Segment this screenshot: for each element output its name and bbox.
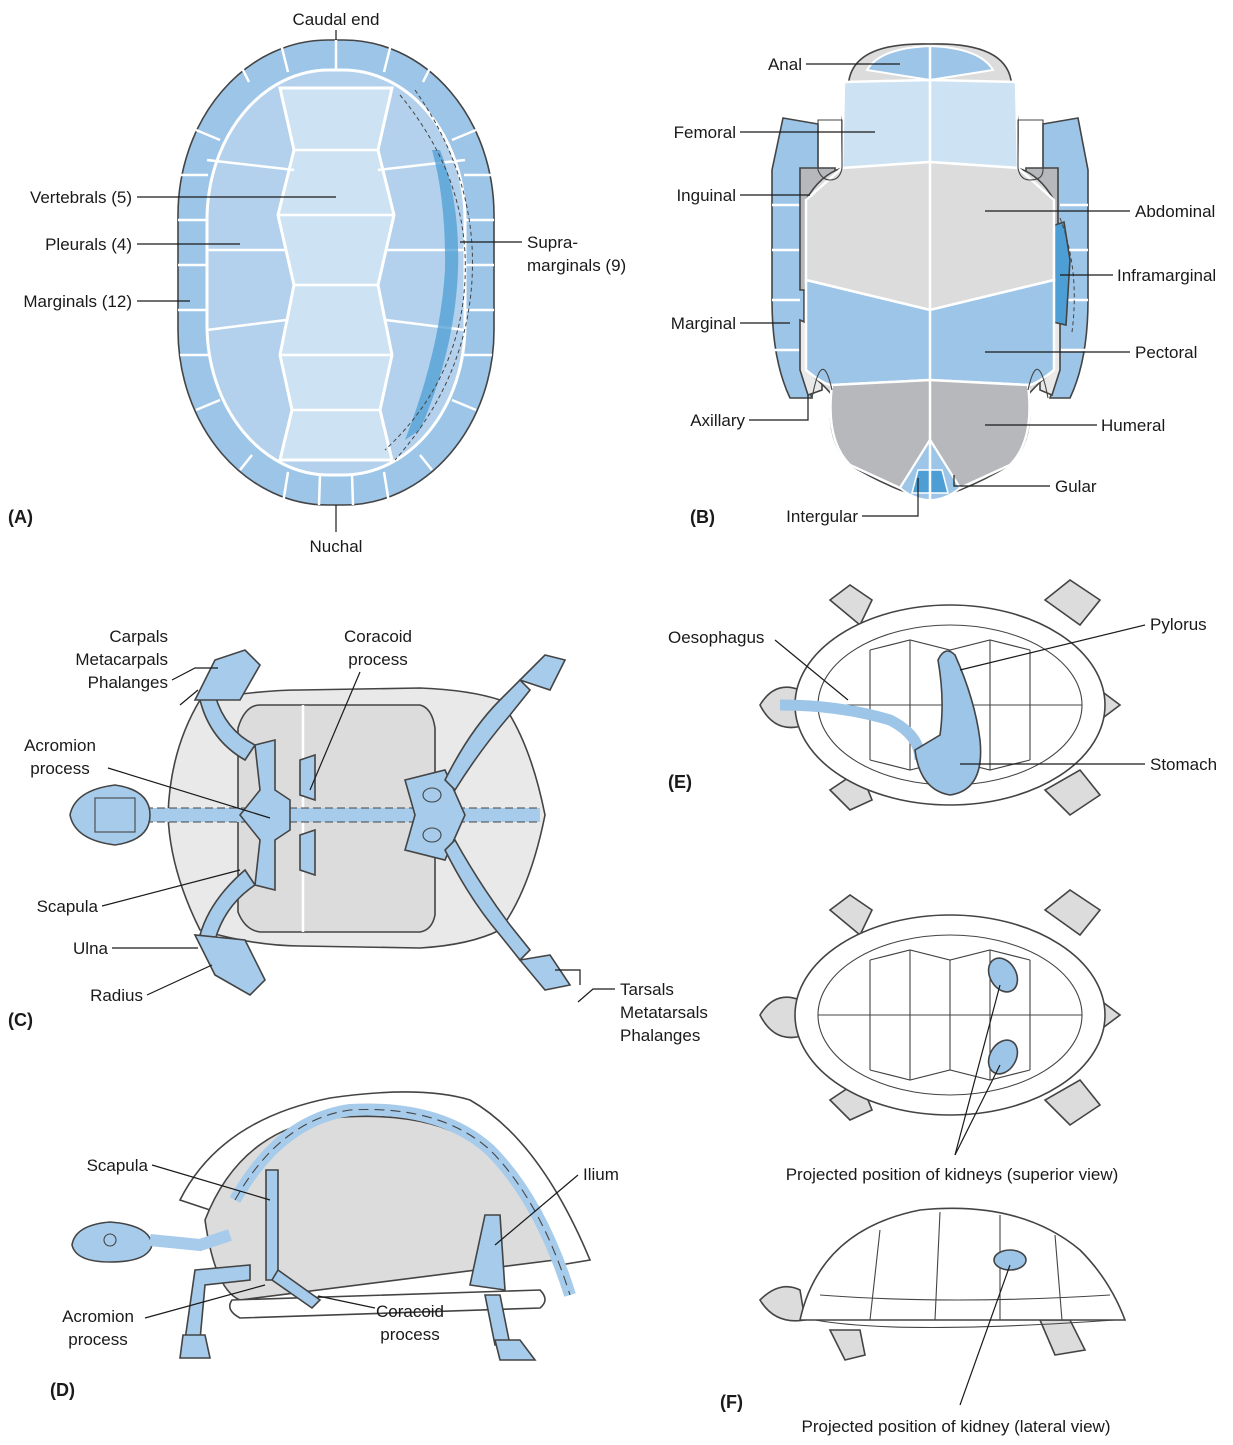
panel-b-plastron: Anal Femoral Inguinal Marginal Axillary …	[671, 44, 1216, 527]
panel-d-lateral: Scapula Ilium Acromion process Coracoid …	[50, 1092, 619, 1400]
vertebrals-label: Vertebrals (5)	[30, 188, 132, 207]
hind-foot-upper	[520, 655, 565, 690]
coracoid-d-label-2: process	[380, 1325, 440, 1344]
inframarginal-label: Inframarginal	[1117, 266, 1216, 285]
marginals-label: Marginals (12)	[23, 292, 132, 311]
panel-f-kidneys: Projected position of kidneys (superior …	[720, 890, 1125, 1436]
fore-foot-lower	[195, 935, 265, 995]
ulna-label: Ulna	[73, 939, 109, 958]
humeral-label: Humeral	[1101, 416, 1165, 435]
shell-lateral-f	[800, 1208, 1125, 1320]
pleurals-label: Pleurals (4)	[45, 235, 132, 254]
scapula-d-label: Scapula	[87, 1156, 149, 1175]
inguinal-label: Inguinal	[676, 186, 736, 205]
gular-label: Gular	[1055, 477, 1097, 496]
supramarginals-label-2: marginals (9)	[527, 256, 626, 275]
phalanges-fore-label: Phalanges	[88, 673, 168, 692]
panel-b-tag: (B)	[690, 507, 715, 527]
coracoid-label-2: process	[348, 650, 408, 669]
femoral-label: Femoral	[674, 123, 736, 142]
axillary-label: Axillary	[690, 411, 745, 430]
acromion-d-label-1: Acromion	[62, 1307, 134, 1326]
ilium-label: Ilium	[583, 1165, 619, 1184]
panel-f-tag: (F)	[720, 1392, 743, 1412]
acromion-d-label-2: process	[68, 1330, 128, 1349]
anal-label: Anal	[768, 55, 802, 74]
stomach-label: Stomach	[1150, 755, 1217, 774]
panel-a-tag: (A)	[8, 507, 33, 527]
nuchal-label: Nuchal	[310, 537, 363, 556]
neck-lateral	[150, 1235, 230, 1245]
fore-foot-lateral	[180, 1335, 210, 1358]
coracoid-label-1: Coracoid	[344, 627, 412, 646]
carpals-label: Carpals	[109, 627, 168, 646]
panel-e-tag: (E)	[668, 772, 692, 792]
panel-d-tag: (D)	[50, 1380, 75, 1400]
coracoid-d-label-1: Coracoid	[376, 1302, 444, 1321]
panel-e-digestive: Oesophagus Pylorus Stomach (E)	[668, 580, 1217, 815]
acromion-c-label-2: process	[30, 759, 90, 778]
acromion-c-label-1: Acromion	[24, 736, 96, 755]
pectoral-label: Pectoral	[1135, 343, 1197, 362]
marginal-label: Marginal	[671, 314, 736, 333]
caudal-end-label: Caudal end	[293, 10, 380, 29]
metatarsals-label: Metatarsals	[620, 1003, 708, 1022]
scapula-c-label: Scapula	[37, 897, 99, 916]
supramarginals-label-1: Supra-	[527, 233, 578, 252]
panel-a-carapace: Caudal end Vertebrals (5) Pleurals (4) M…	[8, 10, 626, 556]
metacarpals-label: Metacarpals	[75, 650, 168, 669]
hind-foot-lower	[520, 955, 570, 990]
intergular-label: Intergular	[786, 507, 858, 526]
skull	[70, 785, 150, 845]
skull-lateral	[72, 1222, 152, 1262]
kidneys-superior-label: Projected position of kidneys (superior …	[786, 1165, 1119, 1184]
kidney-lateral-label: Projected position of kidney (lateral vi…	[802, 1417, 1111, 1436]
scapula-lateral	[266, 1170, 278, 1280]
phalanges-hind-label: Phalanges	[620, 1026, 700, 1045]
radius-label: Radius	[90, 986, 143, 1005]
tarsals-label: Tarsals	[620, 980, 674, 999]
panel-c-skeleton: Carpals Metacarpals Phalanges Coracoid p…	[8, 627, 708, 1045]
panel-c-tag: (C)	[8, 1010, 33, 1030]
kidney-lateral	[994, 1250, 1026, 1270]
abdominal-label: Abdominal	[1135, 202, 1215, 221]
vertebral-scutes	[278, 88, 394, 460]
oesophagus-label: Oesophagus	[668, 628, 764, 647]
pylorus-label: Pylorus	[1150, 615, 1207, 634]
hind-foot-lateral	[495, 1340, 535, 1360]
